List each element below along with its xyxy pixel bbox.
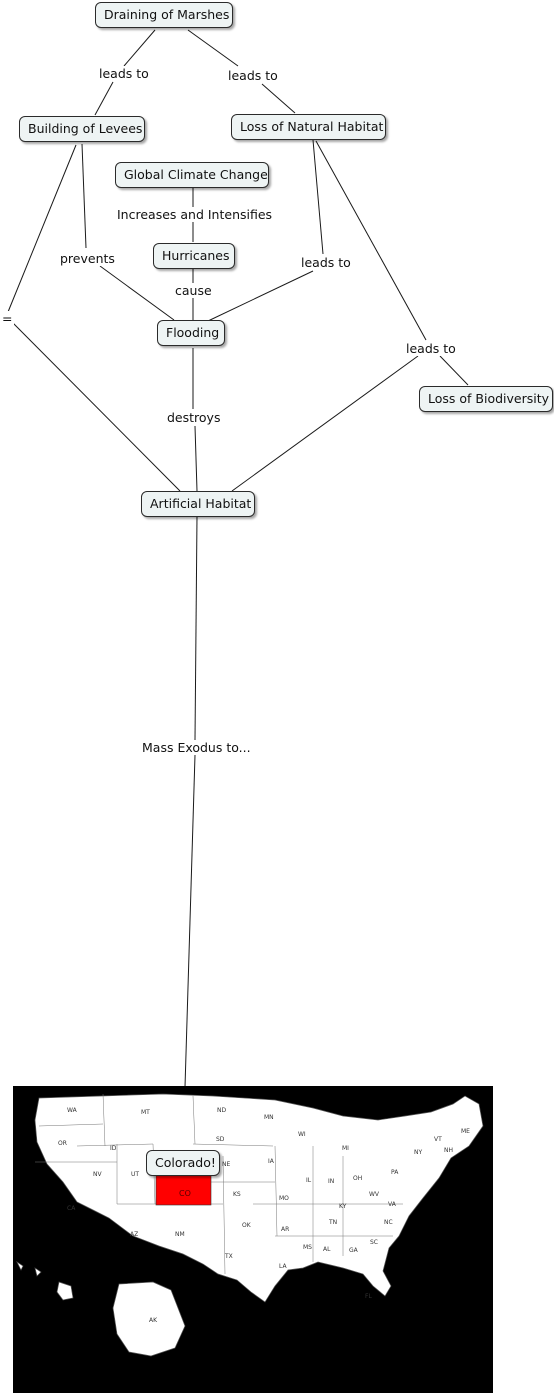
line-leadsto2-loss — [261, 83, 296, 114]
line-equals-artificial — [11, 321, 181, 492]
line-draining-leadsto2 — [187, 29, 239, 67]
state-label: NM — [175, 1231, 185, 1238]
state-label: IA — [268, 1158, 275, 1165]
state-label: TN — [328, 1219, 337, 1226]
state-label: CO — [179, 1189, 191, 1198]
line-leadsto1-levees — [94, 81, 114, 116]
node-global-climate-change[interactable]: Global Climate Change — [115, 162, 269, 188]
node-flooding[interactable]: Flooding — [157, 320, 225, 346]
node-loss-of-biodiversity[interactable]: Loss of Biodiversity — [419, 386, 553, 412]
state-label: MS — [303, 1244, 312, 1251]
usa-map-drawing: WA MT ND MN OR ID SD WI MI NY VT NH ME N… — [16, 1093, 484, 1357]
state-label: UT — [131, 1171, 139, 1178]
state-label: WI — [298, 1131, 306, 1138]
usa-map-image: WA MT ND MN OR ID SD WI MI NY VT NH ME N… — [13, 1086, 493, 1393]
state-label: MI — [342, 1145, 349, 1152]
link-label-mass-exodus: Mass Exodus to... — [140, 740, 253, 755]
link-label-equals: = — [0, 311, 15, 326]
hawaii-shape — [16, 1260, 74, 1301]
link-label-leads-to: leads to — [299, 255, 353, 270]
line-exodus-map — [184, 754, 196, 1088]
state-label: WV — [369, 1191, 380, 1198]
state-label: NC — [384, 1219, 393, 1226]
alaska-shape — [112, 1281, 186, 1357]
state-label: FL — [365, 1293, 372, 1300]
node-draining-of-marshes[interactable]: Draining of Marshes — [95, 2, 233, 28]
link-label-leads-to: leads to — [404, 341, 458, 356]
state-label: NV — [93, 1171, 102, 1178]
state-label: NH — [444, 1147, 453, 1154]
state-label: OK — [242, 1222, 252, 1229]
state-label: ND — [217, 1107, 226, 1114]
state-label: KY — [339, 1203, 347, 1210]
map-state-labels: WA MT ND MN OR ID SD WI MI NY VT NH ME N… — [58, 1107, 470, 1324]
state-label: AR — [281, 1226, 289, 1233]
line-leadsto3-flooding — [207, 270, 314, 322]
state-label: IN — [328, 1178, 334, 1185]
line-destroys-artificial — [194, 425, 198, 492]
state-label: OR — [58, 1140, 67, 1147]
node-hurricanes[interactable]: Hurricanes — [153, 243, 235, 269]
link-label-increases-and-intensifies: Increases and Intensifies — [115, 207, 275, 222]
link-label-leads-to: leads to — [226, 68, 280, 83]
line-draining-leadsto1 — [123, 29, 156, 67]
state-label: VT — [434, 1136, 442, 1143]
state-label: GA — [349, 1247, 359, 1254]
link-label-prevents: prevents — [58, 251, 117, 266]
state-label: IL — [306, 1177, 312, 1184]
state-label: ME — [461, 1128, 470, 1135]
state-label: TX — [224, 1253, 233, 1260]
state-label: AL — [323, 1246, 331, 1253]
state-label: OH — [353, 1175, 362, 1182]
node-artificial-habitat[interactable]: Artificial Habitat — [141, 491, 255, 517]
state-label: WA — [67, 1107, 78, 1114]
contiguous-us-shape — [34, 1093, 484, 1303]
link-label-leads-to: leads to — [97, 66, 151, 81]
node-colorado[interactable]: Colorado! — [146, 1150, 220, 1176]
link-label-cause: cause — [173, 283, 214, 298]
state-label: MN — [264, 1114, 274, 1121]
state-label: KS — [233, 1191, 241, 1198]
state-label: AK — [149, 1317, 158, 1324]
node-loss-of-natural-habitat[interactable]: Loss of Natural Habitat — [231, 114, 386, 140]
line-levees-equals — [7, 144, 77, 313]
state-label: SD — [216, 1136, 225, 1143]
state-label: PA — [391, 1169, 399, 1176]
state-label: SC — [370, 1239, 378, 1246]
state-label: AZ — [130, 1231, 138, 1238]
line-prevents-flooding — [99, 265, 175, 321]
line-loss-leadsto4 — [315, 140, 427, 341]
line-leadsto4-biodiversity — [439, 355, 469, 386]
line-artificial-exodus — [194, 515, 198, 741]
line-loss-leadsto3 — [312, 139, 324, 255]
state-label: NY — [414, 1149, 422, 1156]
link-label-destroys: destroys — [165, 410, 223, 425]
state-label: CA — [67, 1205, 76, 1212]
state-label: NE — [222, 1161, 230, 1168]
colorado-highlight — [155, 1173, 212, 1206]
state-label: LA — [279, 1263, 287, 1270]
node-building-of-levees[interactable]: Building of Levees — [19, 116, 145, 142]
state-label: MT — [141, 1109, 150, 1116]
line-leadsto4-artificial — [231, 355, 419, 492]
state-label: MO — [279, 1195, 289, 1202]
state-label: VA — [388, 1201, 397, 1208]
state-label: ID — [110, 1145, 117, 1152]
line-levees-prevents — [81, 143, 87, 249]
